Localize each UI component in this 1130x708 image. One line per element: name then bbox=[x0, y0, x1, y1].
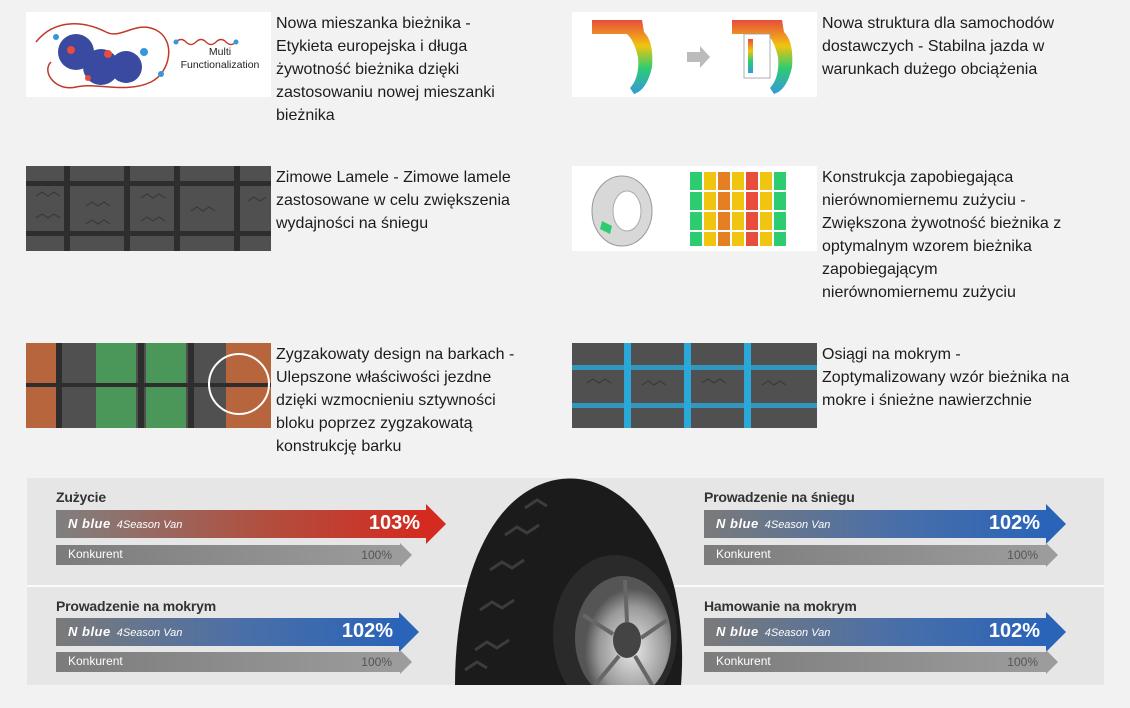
feature-wear-text: Konstrukcja zapobiegająca nierównomierne… bbox=[822, 169, 1062, 301]
competitor-value-wet-handling: 100% bbox=[361, 655, 392, 669]
competitor-label: Konkurent bbox=[68, 547, 123, 561]
product-value-wear: 103% bbox=[368, 512, 420, 534]
metric-title-snow-handling: Prowadzenie na śniegu bbox=[704, 489, 855, 505]
competitor-label: Konkurent bbox=[716, 654, 771, 668]
feature-wet-text: Osiągi na mokrym - Zoptymalizowany wzór … bbox=[822, 346, 1070, 409]
wet-image bbox=[572, 343, 817, 428]
competitor-label: Konkurent bbox=[68, 654, 123, 668]
structure-image bbox=[572, 12, 817, 97]
product-value-wet-braking: 102% bbox=[988, 620, 1040, 642]
competitor-value-wet-braking: 100% bbox=[1007, 655, 1038, 669]
metric-title-wet-braking: Hamowanie na mokrym bbox=[704, 598, 857, 614]
wear-image bbox=[572, 166, 817, 251]
compound-image: Multi Functionalization bbox=[26, 12, 271, 97]
metric-title-wet-handling: Prowadzenie na mokrym bbox=[56, 598, 216, 614]
structure-simulation-icon bbox=[592, 20, 793, 94]
zigzag-shoulder-icon bbox=[26, 343, 271, 428]
tread-sipes-icon bbox=[26, 166, 271, 251]
feature-compound-text: Nowa mieszanka bieżnika - Etykieta europ… bbox=[276, 15, 495, 124]
multi-functionalization-label: Multi Functionalization bbox=[180, 46, 260, 71]
product-value-snow-handling: 102% bbox=[988, 512, 1040, 534]
feature-zigzag-text: Zygzakowaty design na barkach - Ulepszon… bbox=[276, 346, 515, 455]
competitor-bar-wet-braking: Konkurent 100% bbox=[704, 650, 1058, 674]
competitor-bar-wear: Konkurent 100% bbox=[56, 543, 412, 567]
competitor-bar-snow-handling: Konkurent 100% bbox=[704, 543, 1058, 567]
product-value-wet-handling: 102% bbox=[341, 620, 393, 642]
sipes-image bbox=[26, 166, 271, 251]
metric-title-wear: Zużycie bbox=[56, 489, 106, 505]
competitor-value-snow-handling: 100% bbox=[1007, 548, 1038, 562]
zigzag-image bbox=[26, 343, 271, 428]
competitor-label: Konkurent bbox=[716, 547, 771, 561]
molecule-compound-icon bbox=[35, 23, 239, 89]
wear-simulation-icon bbox=[591, 172, 786, 247]
competitor-value-wear: 100% bbox=[361, 548, 392, 562]
feature-structure-text: Nowa struktura dla samochodów dostawczyc… bbox=[822, 15, 1055, 78]
tire-image bbox=[455, 478, 683, 685]
competitor-bar-wet-handling: Konkurent 100% bbox=[56, 650, 412, 674]
wet-grooves-icon bbox=[572, 343, 817, 428]
feature-sipes-text: Zimowe Lamele - Zimowe lamele zastosowan… bbox=[276, 169, 511, 232]
